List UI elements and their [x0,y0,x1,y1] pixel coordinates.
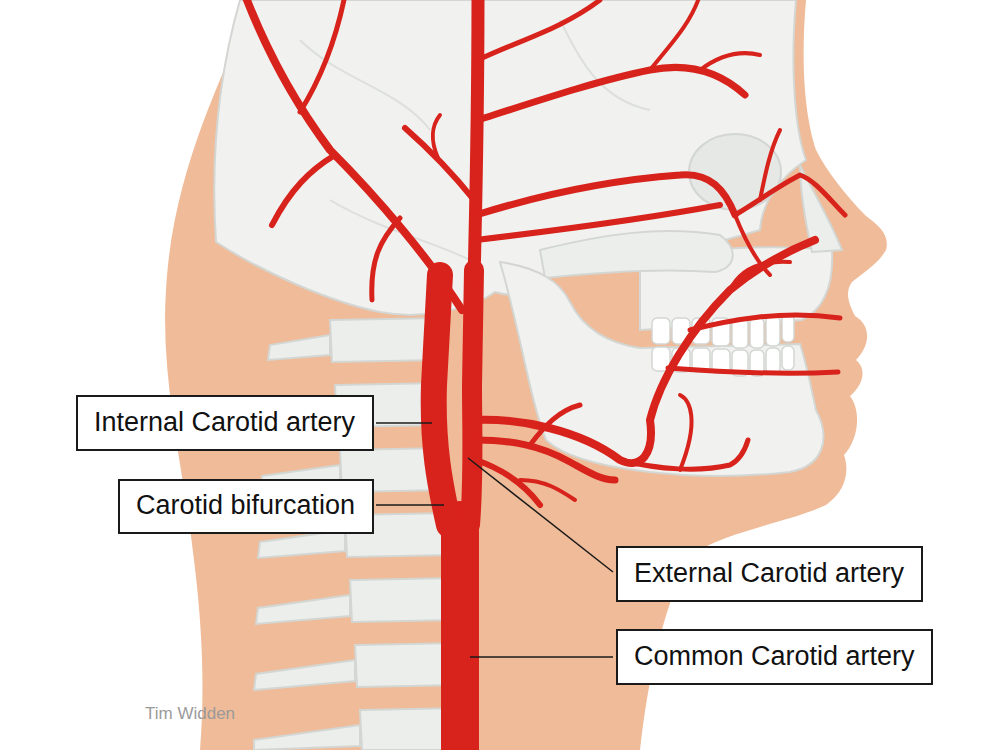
tooth [766,348,780,374]
leader-line [376,422,432,424]
lingual-artery [476,440,615,480]
artist-signature: Tim Widden [145,704,235,724]
vertebra [254,643,460,690]
label-text: Carotid bifurcation [136,491,355,521]
occipital-branch [272,155,335,225]
occipital-branch [300,0,345,112]
labial-branch [668,368,838,373]
tooth [750,318,764,348]
tooth [782,314,794,342]
vertebra [254,708,464,750]
label-box: Carotid bifurcation [118,479,374,534]
leader-line [376,504,444,506]
facial-network [735,175,845,215]
label-text: Internal Carotid artery [94,408,355,438]
common-carotid [441,520,479,750]
occipital-branch [372,218,400,300]
maxillary-artery [476,205,720,240]
label-box: External Carotid artery [616,546,923,602]
label-box: Internal Carotid artery [76,395,374,451]
posterior-auricular-branch [433,115,440,158]
thyroid-branch [520,480,575,500]
label-text: Common Carotid artery [634,642,915,672]
tooth [766,316,780,346]
external-carotid [470,270,474,525]
submental-branch [680,395,692,470]
leader-line [468,458,613,572]
posterior-auricular [405,128,474,200]
lingual-branch [530,405,580,445]
temporal-branch [700,53,760,70]
occipital-artery [245,0,462,310]
labial-branch [690,315,840,330]
label-box: Common Carotid artery [616,629,933,685]
mandible [500,262,824,476]
leader-line [470,656,613,658]
vertebra [256,578,456,624]
zygomatic-arch [540,231,733,278]
label-text: External Carotid artery [634,559,904,589]
tooth [652,318,670,344]
facial-artery [474,240,815,463]
vertebra [268,318,442,362]
temporal-branch [650,0,700,70]
facial-network [760,130,780,200]
internal-carotid [434,275,449,525]
facial-branch [730,262,790,290]
leader-lines [376,423,613,657]
tooth [782,346,794,370]
temporal-parietal-branch [478,0,600,60]
temporal-frontal-branch [478,67,745,120]
